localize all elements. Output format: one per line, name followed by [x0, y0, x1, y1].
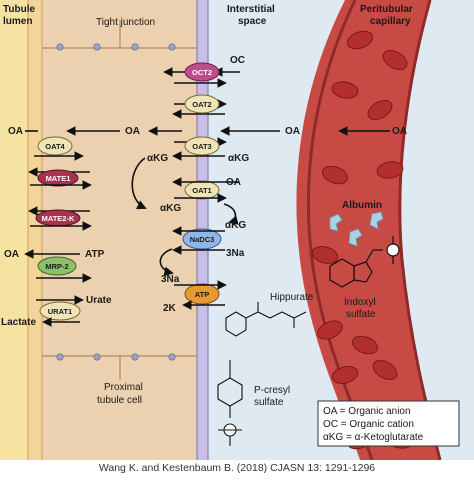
- oat3-transporter: [184, 136, 220, 156]
- citation: Wang K. and Kestenbaum B. (2018) CJASN 1…: [98, 462, 376, 474]
- oat1-transporter: [184, 180, 220, 200]
- pcresyl-label-2: sulfate: [254, 397, 284, 408]
- lumen-title-2: lumen: [3, 16, 32, 27]
- tight-junction-dots: [56, 43, 176, 361]
- indoxyl-sulfate-structure: [329, 236, 400, 288]
- capillary-title-2: capillary: [370, 16, 411, 27]
- red-blood-cell: [311, 246, 339, 264]
- oat2-label: OAT2: [192, 100, 211, 109]
- interstitial-title-1: Interstitial: [227, 4, 275, 15]
- albumin-label: Albumin: [342, 200, 382, 211]
- oct2-transporter: [184, 62, 220, 82]
- red-blood-cell: [376, 161, 404, 179]
- oa-lumen-label: OA: [8, 126, 23, 137]
- pcresyl-structure: [217, 360, 243, 446]
- indoxyl-label-1: Indoxyl: [344, 297, 376, 308]
- oat3-label: OAT3: [192, 142, 211, 151]
- oa-cell-label: OA: [125, 126, 140, 137]
- red-blood-cell: [367, 100, 393, 121]
- interstitial-title-2: space: [238, 16, 267, 27]
- albumin-shapes: [329, 211, 384, 247]
- akg-left-1: αKG: [147, 153, 168, 164]
- pcresyl-label-1: P-cresyl: [254, 385, 290, 396]
- atp-pump-label: ATP: [195, 290, 209, 299]
- red-blood-cell: [382, 50, 408, 70]
- indoxyl-label-2: sulfate: [346, 309, 376, 320]
- k2-label: 2K: [163, 303, 177, 314]
- lactate-label: Lactate: [1, 317, 36, 328]
- urate-label: Urate: [86, 295, 112, 306]
- hippurate-label: Hippurate: [270, 292, 314, 303]
- peritubular-capillary: [296, 0, 474, 461]
- urat1-label: URAT1: [48, 307, 72, 316]
- oa-capillary-label: OA: [392, 126, 407, 137]
- akg-left-2: αKG: [160, 203, 181, 214]
- lumen-title-1: Tubule: [3, 4, 35, 15]
- oat1-label: OAT1: [192, 186, 211, 195]
- legend-oa: OA = Organic anion: [323, 406, 411, 417]
- red-blood-cell: [317, 320, 343, 340]
- red-blood-cell: [331, 366, 359, 384]
- mate2k-label: MATE2-K: [42, 214, 75, 223]
- red-blood-cell: [331, 81, 359, 99]
- cell-title-1: Proximal: [104, 382, 143, 393]
- atp-pump: [184, 283, 220, 305]
- red-blood-cell: [346, 30, 374, 50]
- oc-label: OC: [230, 55, 245, 66]
- brush-border: [27, 0, 43, 460]
- red-blood-cell: [321, 165, 349, 185]
- capillary-title-1: Peritubular: [360, 4, 413, 15]
- urat1-transporter: [39, 301, 81, 321]
- oa-interstitial-label: OA: [285, 126, 300, 137]
- oct2-label: OCT2: [192, 68, 212, 77]
- oat4-label: OAT4: [45, 142, 65, 151]
- cell-title-2: tubule cell: [97, 395, 142, 406]
- hippurate-structure: [225, 302, 307, 337]
- oat2-transporter: [184, 94, 220, 114]
- nadc3-label: NaDC3: [190, 235, 215, 244]
- nadc3-transporter: [182, 228, 222, 250]
- oa-oat1-label: OA: [226, 177, 241, 188]
- mate1-transporter: [37, 169, 79, 187]
- red-blood-cell: [351, 335, 379, 355]
- kidney-transport-diagram: Tubule lumen Tight junction Interstitial…: [0, 0, 474, 461]
- tight-junction-title: Tight junction: [96, 17, 155, 28]
- na3-right: 3Na: [226, 248, 245, 259]
- abbreviation-legend: OA = Organic anion OC = Organic cation α…: [317, 400, 460, 447]
- legend-oc: OC = Organic cation: [323, 419, 414, 430]
- oa-mrp2-label: OA: [4, 249, 19, 260]
- akg-right-1: αKG: [228, 153, 249, 164]
- mrp2-transporter: [37, 256, 77, 276]
- mate1-label: MATE1: [46, 174, 71, 183]
- na3-left: 3Na: [161, 274, 180, 285]
- mrp2-label: MRP-2: [45, 262, 68, 271]
- akg-right-2: αKG: [225, 220, 246, 231]
- legend-akg: αKG = α-Ketoglutarate: [323, 432, 424, 443]
- red-blood-cell: [372, 360, 398, 380]
- atp-mrp2-label: ATP: [85, 249, 105, 260]
- oat4-transporter: [37, 136, 73, 156]
